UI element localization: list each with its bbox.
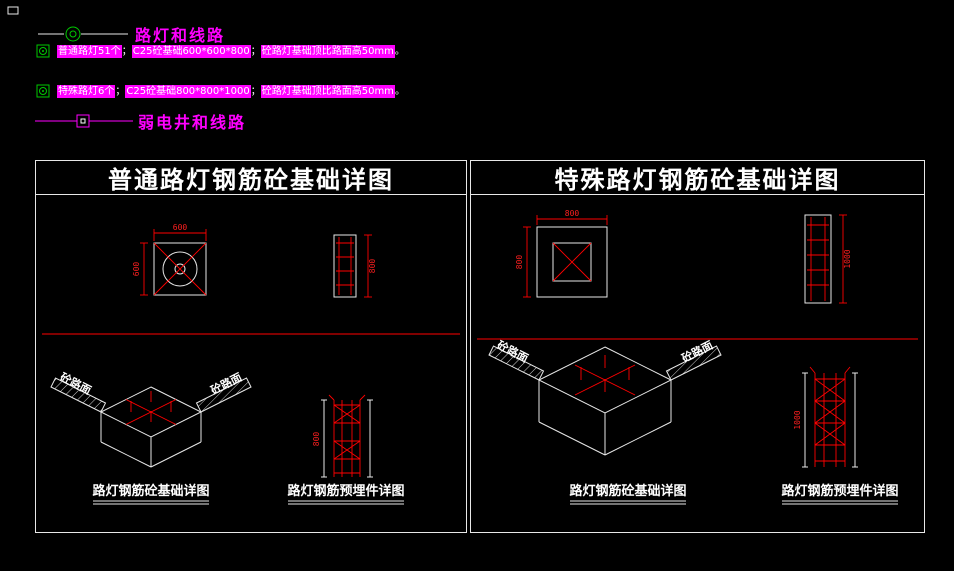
embed-caption-underline — [288, 500, 404, 505]
iso-foundation — [99, 386, 203, 468]
plan-width-dim: 600 — [173, 223, 188, 232]
cage-length-dim: 800 — [312, 432, 321, 447]
section-depth-dim: 800 — [368, 259, 377, 274]
section-view — [333, 234, 357, 298]
sep: ； — [250, 46, 261, 57]
sep: ； — [115, 86, 126, 97]
embed-caption: 路灯钢筋预埋件详图 — [781, 483, 898, 499]
ordinary-panel-title-text: 普通路灯钢筋砼基础详图 — [108, 165, 394, 194]
section-rebar — [807, 214, 847, 304]
period: 。 — [394, 86, 405, 97]
rebar-cage — [809, 366, 851, 467]
cage-length-dim: 1000 — [793, 410, 802, 429]
ordinary-panel-title: 普通路灯钢筋砼基础详图 — [36, 161, 466, 195]
plan-width-dim: 800 — [565, 209, 580, 218]
foundation-caption: 路灯钢筋砼基础详图 — [569, 483, 686, 499]
rebar-cage — [328, 394, 366, 477]
special-panel-title-text: 特殊路灯钢筋砼基础详图 — [554, 165, 841, 194]
road-surface-left-hatch — [50, 377, 107, 413]
ordinary-base-size: C25砼基础600*600*800 — [131, 45, 251, 58]
legend-special-lamp-row: 特殊路灯6个；C25砼基础800*800*1000；砼路灯基础顶比路面高50mm… — [36, 84, 405, 99]
plan-height-dim: 800 — [515, 255, 524, 270]
cage-dim-lines — [321, 399, 373, 478]
special-height-note: 砼路灯基础顶比路面高50mm — [260, 85, 395, 98]
special-foundation-drawing: 800 800 1000 — [477, 209, 918, 505]
special-panel-title: 特殊路灯钢筋砼基础详图 — [471, 161, 924, 195]
road-surface-right-hatch — [195, 377, 252, 413]
viewport-corner-mark — [7, 6, 19, 15]
anchor-bolts — [125, 391, 177, 425]
legend-weak-line-row: 弱电井和线路 — [35, 109, 246, 133]
period: 。 — [394, 46, 405, 57]
anchor-bolts — [574, 355, 636, 396]
special-base-size: C25砼基础800*800*1000 — [125, 85, 251, 98]
embed-caption-underline — [782, 500, 898, 505]
ordinary-lamp-symbol-icon — [36, 44, 50, 58]
legend-ordinary-lamp-text: 普通路灯51个；C25砼基础600*600*800；砼路灯基础顶比路面高50mm… — [57, 44, 405, 59]
legend-ordinary-lamp-row: 普通路灯51个；C25砼基础600*600*800；砼路灯基础顶比路面高50mm… — [36, 44, 405, 59]
foundation-caption-underline — [93, 500, 209, 505]
weak-well-line-symbol-icon — [35, 114, 133, 128]
plan-dim-lines — [140, 229, 207, 296]
ordinary-height-note: 砼路灯基础顶比路面高50mm — [260, 45, 395, 58]
plan-dim-lines — [523, 215, 608, 298]
sep: ； — [121, 46, 132, 57]
legend-lamp-line-row: 路灯和线路 — [38, 22, 225, 46]
embed-caption: 路灯钢筋预埋件详图 — [287, 483, 404, 499]
section-rebar — [336, 234, 372, 298]
plan-view — [536, 226, 608, 298]
ordinary-foundation-drawing: 600 600 800 — [42, 223, 460, 505]
section-depth-dim: 1000 — [843, 249, 852, 268]
special-lamp-symbol-icon — [36, 84, 50, 98]
legend-weak-line-title: 弱电井和线路 — [138, 113, 247, 132]
section-view — [804, 214, 832, 304]
road-surface-left-hatch — [488, 345, 545, 381]
legend-special-lamp-text: 特殊路灯6个；C25砼基础800*800*1000；砼路灯基础顶比路面高50mm… — [57, 84, 405, 99]
street-lamp-line-symbol-icon — [38, 26, 128, 42]
ordinary-count: 普通路灯51个 — [57, 45, 122, 58]
ordinary-foundation-panel: 普通路灯钢筋砼基础详图 — [35, 160, 467, 533]
sep: ； — [250, 86, 261, 97]
foundation-caption: 路灯钢筋砼基础详图 — [92, 483, 209, 499]
iso-foundation — [537, 346, 673, 456]
plan-height-dim: 600 — [132, 262, 141, 277]
legend-lamp-line-title: 路灯和线路 — [135, 26, 226, 45]
special-count: 特殊路灯6个 — [57, 85, 116, 98]
foundation-caption-underline — [570, 500, 686, 505]
cage-dim-lines — [802, 372, 858, 468]
special-foundation-panel: 特殊路灯钢筋砼基础详图 800 — [470, 160, 925, 533]
plan-view — [153, 242, 207, 296]
road-surface-right-hatch — [665, 345, 722, 381]
